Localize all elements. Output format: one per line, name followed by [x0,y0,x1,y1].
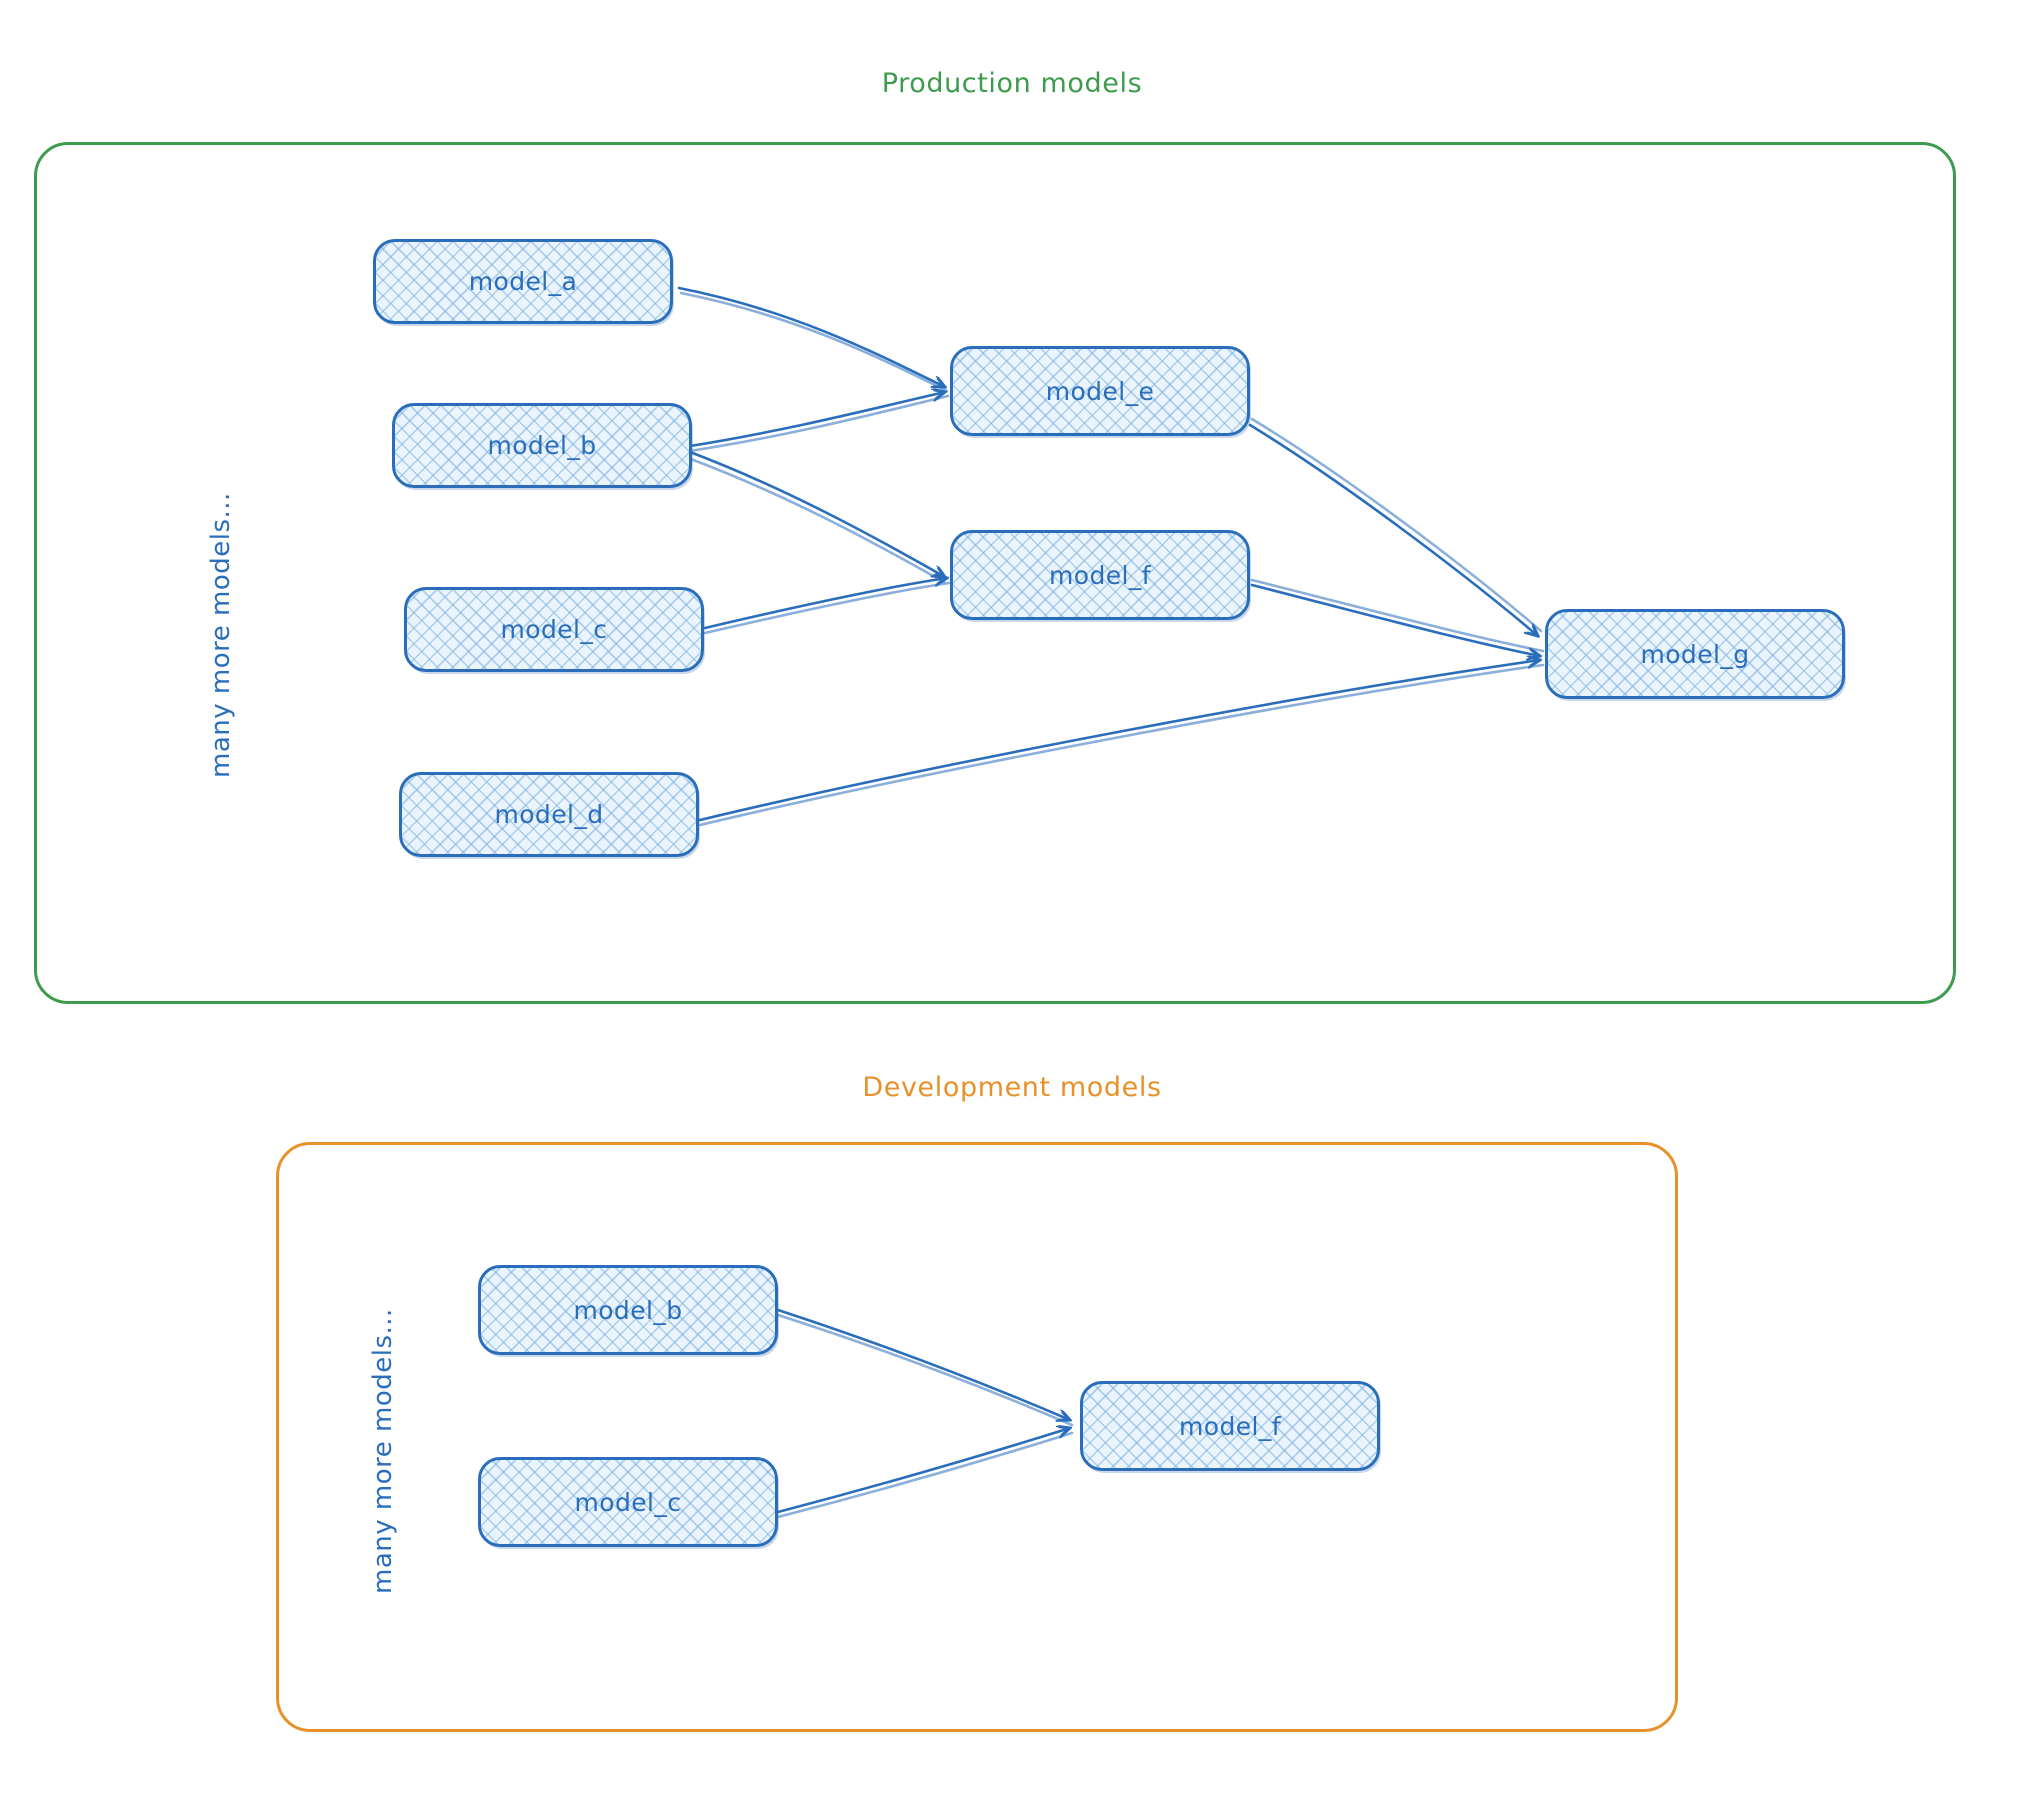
edge-model-b-to-model-f [686,450,945,584]
node-dev-model-f-label: model_f [1179,1411,1281,1441]
node-model-b-label: model_b [487,431,597,460]
node-model-b[interactable]: model_b [392,403,692,488]
edge-model-a-to-model-e [677,286,949,393]
node-model-g-label: model_g [1640,639,1750,669]
node-dev-model-f[interactable]: model_f [1080,1381,1380,1471]
node-model-f-label: model_f [1049,560,1151,590]
edge-model-f-to-model-g [1250,578,1545,656]
production-group-container [34,142,1956,1004]
edge-dev-model-c-to-model-f [776,1428,1074,1519]
node-dev-model-b[interactable]: model_b [478,1265,778,1355]
edge-model-b-to-model-e [688,392,950,453]
node-model-c[interactable]: model_c [404,587,704,672]
node-model-a-label: model_a [468,267,578,296]
development-many-more-models-label: many more models... [368,1308,398,1594]
development-group-title: Development models [862,1072,1162,1103]
node-dev-model-c[interactable]: model_c [478,1457,778,1547]
node-model-e[interactable]: model_e [950,346,1250,436]
node-model-g[interactable]: model_g [1545,609,1845,699]
node-model-c-label: model_c [500,615,608,644]
node-dev-model-b-label: model_b [573,1295,683,1325]
node-model-f[interactable]: model_f [950,530,1250,620]
edge-model-c-to-model-f [703,578,951,635]
development-group-container [276,1142,1678,1732]
production-many-more-models-label: many more models... [206,492,236,778]
node-model-a[interactable]: model_a [373,239,673,324]
node-model-d[interactable]: model_d [399,772,699,857]
edge-dev-model-b-to-model-f [776,1308,1074,1427]
node-model-e-label: model_e [1045,376,1155,406]
node-model-d-label: model_d [494,800,604,829]
edge-model-e-to-model-g [1248,417,1543,636]
edge-model-d-to-model-g [698,660,1545,827]
node-dev-model-c-label: model_c [574,1487,682,1517]
production-group-title: Production models [881,68,1143,99]
